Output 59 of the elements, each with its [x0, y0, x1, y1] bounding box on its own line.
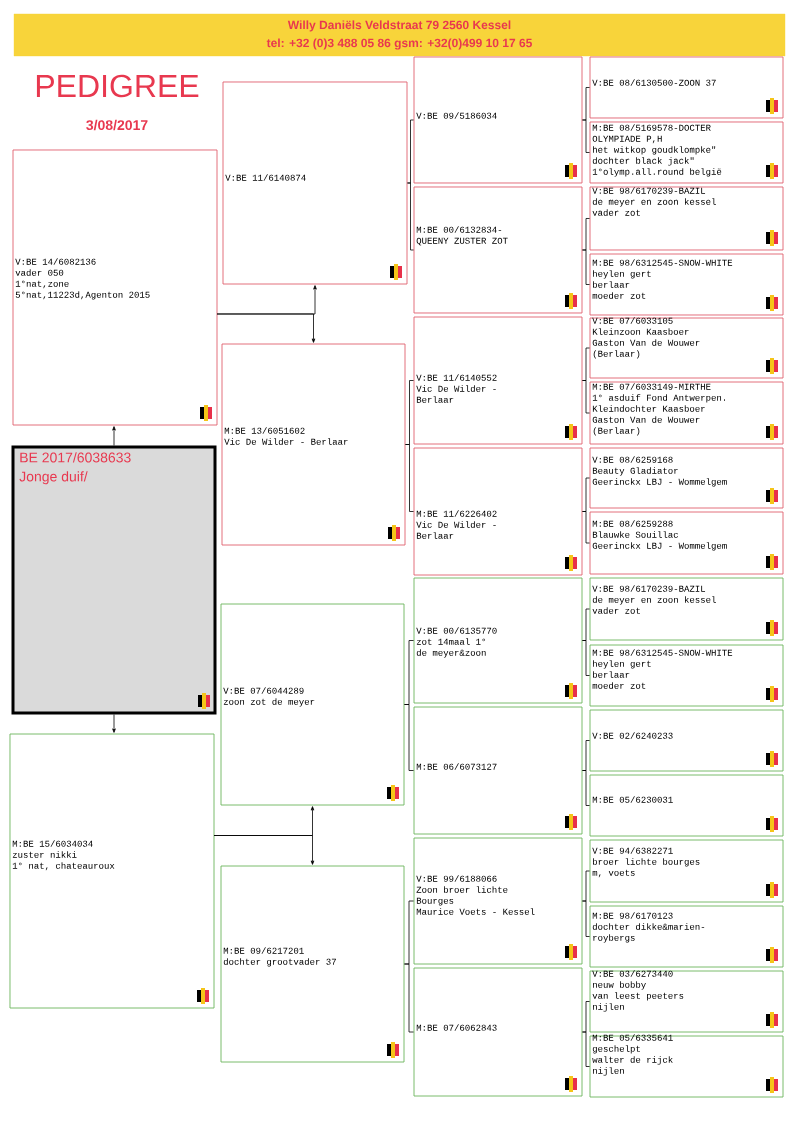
connector: [582, 477, 590, 512]
pedigree-box: M:BE 05/6230031: [589, 774, 784, 837]
connector: [582, 87, 590, 121]
pedigree-box: V:BE 07/6033105 Kleinzoon Kaasboer Gaston Van de Wouwer (Berlaar): [589, 317, 784, 379]
connector: [582, 640, 590, 676]
connector: [582, 511, 590, 544]
pedigree-box: M:BE 05/6335641 geschelpt walter de rijck nijlen: [589, 1034, 784, 1098]
pedigree-box: V:BE 08/6259168 Beauty Gladiator Geerinckx LBJ - Wommelgem: [589, 447, 784, 509]
pedigree-box: M:BE 08/6259288 Blauwke Souillac Geerinckx LBJ - Wommelgem: [589, 511, 784, 575]
pedigree-box: M:BE 08/5169578-DOCTER OLYMPIADE P,H het witkop goudklompke" dochter black jack" 1°olymp.all.round belgië: [589, 121, 784, 184]
connector: [582, 380, 590, 414]
pedigree-box: M:BE 98/6312545-SNOW-WHITE heylen gert berlaar moeder zot: [589, 253, 784, 316]
connector: [582, 900, 590, 937]
pedigree-box: M:BE 09/6217201 dochter grootvader 37: [220, 865, 405, 1063]
pedigree-box: M:BE 11/6226402 Vic De Wilder - Berlaar: [413, 447, 583, 576]
pedigree-box: M:BE 98/6312545-SNOW-WHITE heylen gert berlaar moeder zot: [589, 644, 784, 707]
pedigree-box: M:BE 06/6073127: [413, 706, 583, 835]
pedigree-box: V:BE 08/6130500-ZOON 37: [589, 56, 784, 119]
date-label: 3/08/2017: [86, 119, 148, 131]
pedigree-box: V:BE 94/6382271 broer lichte bourges m, voets: [589, 839, 784, 903]
connector: [582, 608, 590, 641]
connector: [582, 347, 590, 381]
connector: [404, 963, 414, 1033]
pedigree-box: BE 2017/6038633 Jonge duif/: [11, 445, 217, 715]
pedigree-box: V:BE 98/6170239-BAZIL de meyer en zoon kessel vader zot: [589, 186, 784, 251]
connector: [582, 249, 590, 285]
connector: [582, 1031, 590, 1067]
pedigree-box: V:BE 09/5186034: [413, 56, 583, 184]
header-band: Willy Daniëls Veldstraat 79 2560 Kessel tel: +32 (0)3 488 05 86 gsm: +32(0)499 10 17 65: [13, 13, 786, 57]
pedigree-box: V:BE 11/6140874: [222, 81, 408, 285]
pedigree-box: V:BE 00/6135770 zot 14maal 1° de meyer&zoon: [413, 577, 583, 704]
connector: [112, 714, 116, 733]
pedigree-box: M:BE 15/6034034 zuster nikki 1° nat, chateauroux: [9, 733, 215, 1009]
pedigree-box: V:BE 98/6170239-BAZIL de meyer en zoon kessel vader zot: [589, 577, 784, 641]
pedigree-box: V:BE 99/6188066 Zoon broer lichte Bourges Maurice Voets - Kessel: [413, 837, 583, 965]
connector: [112, 426, 116, 446]
pedigree-box: M:BE 13/6051602 Vic De Wilder - Berlaar: [221, 343, 406, 546]
pedigree-box: M:BE 07/6062843: [413, 967, 583, 1097]
connector: [582, 119, 590, 153]
pedigree-box: V:BE 07/6044289 zoon zot de meyer: [220, 603, 405, 806]
pedigree-box: M:BE 00/6132834- QUEENY ZUSTER ZOT: [413, 186, 583, 314]
pedigree-box: V:BE 11/6140552 Vic De Wilder - Berlaar: [413, 316, 583, 445]
connector: [216, 313, 316, 343]
connector: [582, 870, 590, 902]
pedigree-box: M:BE 07/6033149-MIRTHE 1° asduif Fond Antwerpen. Kleindochter Kaasboer Gaston Van de Wouwer (Berlaar): [589, 381, 784, 445]
pedigree-box: V:BE 03/6273440 neuw bobby van leest peeters nijlen: [589, 970, 784, 1033]
connector: [582, 740, 590, 771]
pedigree-box: M:BE 98/6170123 dochter dikke&marien- roybergs: [589, 905, 784, 968]
connector: [404, 704, 414, 771]
connector: [582, 218, 590, 251]
title: PEDIGREE: [36, 74, 199, 98]
connector: [582, 1001, 590, 1033]
connector: [582, 770, 590, 806]
connector: [407, 119, 414, 184]
connector: [405, 444, 414, 512]
pedigree-box: V:BE 02/6240233: [589, 709, 784, 772]
pedigree-box: V:BE 14/6082136 vader 050 1°nat,zone 5°nat,11223d,Agenton 2015: [12, 149, 218, 426]
connector: [407, 182, 414, 251]
connector: [213, 835, 315, 865]
